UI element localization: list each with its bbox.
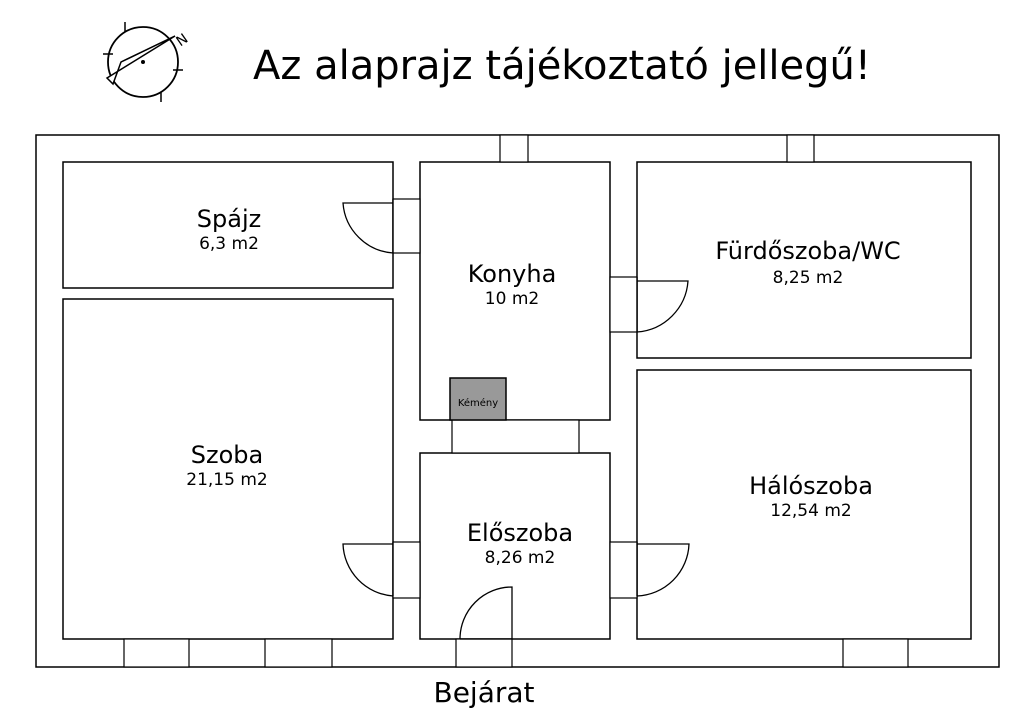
- door-opening: [392, 541, 421, 599]
- entrance-door-opening: [455, 638, 513, 668]
- room-szoba: [62, 298, 394, 640]
- door-opening: [392, 198, 421, 254]
- room-furdoszoba-area: 8,25 m2: [773, 268, 844, 288]
- window: [264, 638, 333, 668]
- door-opening: [609, 276, 638, 333]
- compass-icon: N: [103, 22, 191, 102]
- room-eloszoba: [419, 452, 611, 640]
- door-opening: [609, 541, 638, 599]
- passage-opening: [451, 419, 580, 454]
- room-szoba-area: 21,15 m2: [186, 470, 267, 490]
- page-title: Az alaprajz tájékoztató jellegű!: [253, 43, 871, 89]
- door-furdoszoba: [636, 277, 689, 333]
- room-haloszoba-area: 12,54 m2: [770, 501, 851, 521]
- door-spajz: [342, 199, 394, 254]
- window: [786, 134, 815, 163]
- entrance-label: Bejárat: [433, 676, 534, 709]
- room-haloszoba-name: Hálószoba: [749, 472, 873, 500]
- room-spajz-name: Spájz: [197, 205, 261, 233]
- door-entrance: [459, 586, 513, 640]
- chimney: [449, 377, 507, 421]
- door-haloszoba: [636, 542, 690, 597]
- room-eloszoba-name: Előszoba: [467, 519, 573, 547]
- window: [842, 638, 909, 668]
- room-konyha: [419, 161, 611, 421]
- room-konyha-name: Konyha: [468, 260, 557, 288]
- room-eloszoba-area: 8,26 m2: [485, 548, 556, 568]
- compass-north-label: N: [173, 31, 191, 50]
- room-szoba-name: Szoba: [191, 441, 263, 469]
- window: [123, 638, 190, 668]
- room-konyha-area: 10 m2: [485, 289, 539, 309]
- door-szoba: [342, 542, 394, 597]
- room-haloszoba: [636, 369, 972, 640]
- room-spajz-area: 6,3 m2: [199, 234, 259, 254]
- room-furdoszoba: [636, 161, 972, 359]
- room-furdoszoba-name: Fürdőszoba/WC: [715, 237, 900, 265]
- chimney-label: Kémény: [458, 397, 498, 409]
- window: [499, 134, 529, 163]
